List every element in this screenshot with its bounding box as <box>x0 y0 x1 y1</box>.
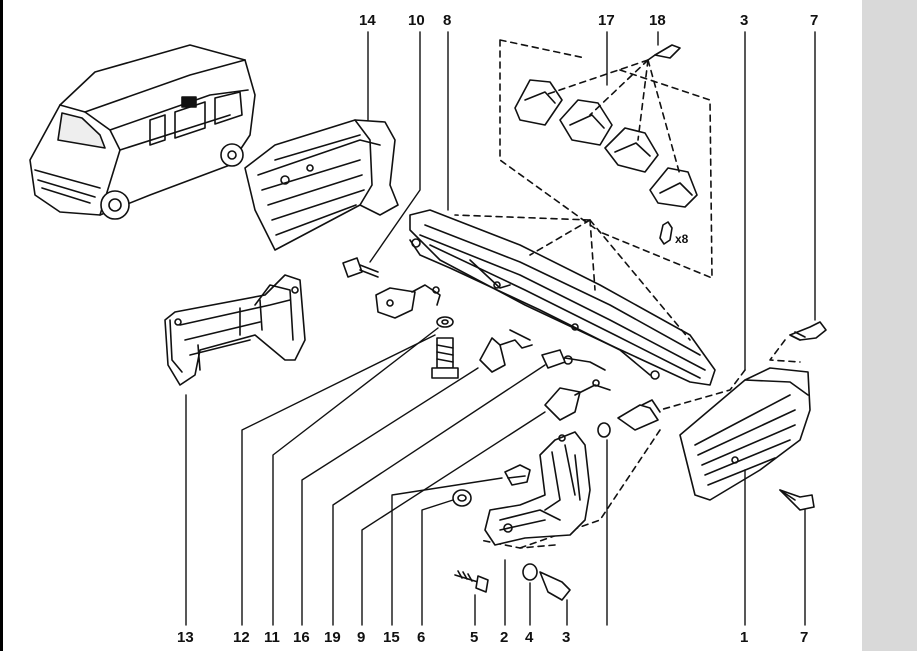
label-3-bottom: 3 <box>562 629 570 646</box>
label-3-top: 3 <box>740 12 748 29</box>
label-12: 12 <box>233 629 250 646</box>
part-11-washer <box>436 316 454 328</box>
label-1: 1 <box>740 629 748 646</box>
label-9: 9 <box>357 629 365 646</box>
label-14: 14 <box>359 12 376 29</box>
label-11: 11 <box>264 629 280 646</box>
van-illustration <box>29 44 256 220</box>
part-10-bolt <box>342 257 441 319</box>
part-17-clips-group <box>499 39 713 279</box>
label-7-top: 7 <box>810 12 818 29</box>
label-6: 6 <box>417 629 425 646</box>
label-19: 19 <box>324 629 341 646</box>
leader-lines <box>185 31 816 626</box>
part-12-bolt <box>431 337 459 379</box>
dashed-leaders <box>454 59 801 549</box>
part-13-bracket <box>164 274 306 386</box>
part-16-bracket <box>479 329 533 373</box>
callout-labels-top: 14 10 8 17 18 3 7 <box>359 12 818 29</box>
right-margin-strip <box>862 0 917 651</box>
label-5: 5 <box>470 629 478 646</box>
part-6-nut <box>452 489 472 507</box>
part-3-lower-bolt <box>539 571 571 601</box>
clip-x8 <box>659 221 673 245</box>
label-15: 15 <box>383 629 400 646</box>
part-7-screw-lower <box>779 489 815 511</box>
part-8-roof-rail <box>409 209 716 386</box>
left-border <box>0 0 3 651</box>
part-18-screw <box>647 44 681 61</box>
label-16: 16 <box>293 629 310 646</box>
label-17: 17 <box>598 12 615 29</box>
part-7-screw-upper <box>789 321 827 341</box>
label-10: 10 <box>408 12 425 29</box>
part-19-connector <box>541 349 606 371</box>
part-9-plate <box>544 379 611 421</box>
part-4-lower-washer <box>522 563 538 581</box>
part-4-washer <box>597 422 611 438</box>
callout-labels-bottom: 13 12 11 16 19 9 15 6 5 2 4 3 1 7 <box>177 629 808 646</box>
label-13: 13 <box>177 629 194 646</box>
part-3-bolt <box>617 399 661 431</box>
label-x8: x8 <box>675 232 689 246</box>
part-5-screw <box>454 570 489 593</box>
part-15-clip <box>504 464 531 486</box>
label-8: 8 <box>443 12 451 29</box>
part-1-bumper-end <box>679 367 811 501</box>
label-18: 18 <box>649 12 666 29</box>
label-4-bottom: 4 <box>525 629 534 646</box>
label-2: 2 <box>500 629 508 646</box>
part-14-trim-panel <box>244 119 399 251</box>
label-7-bottom: 7 <box>800 629 808 646</box>
part-2-bracket <box>484 431 591 546</box>
